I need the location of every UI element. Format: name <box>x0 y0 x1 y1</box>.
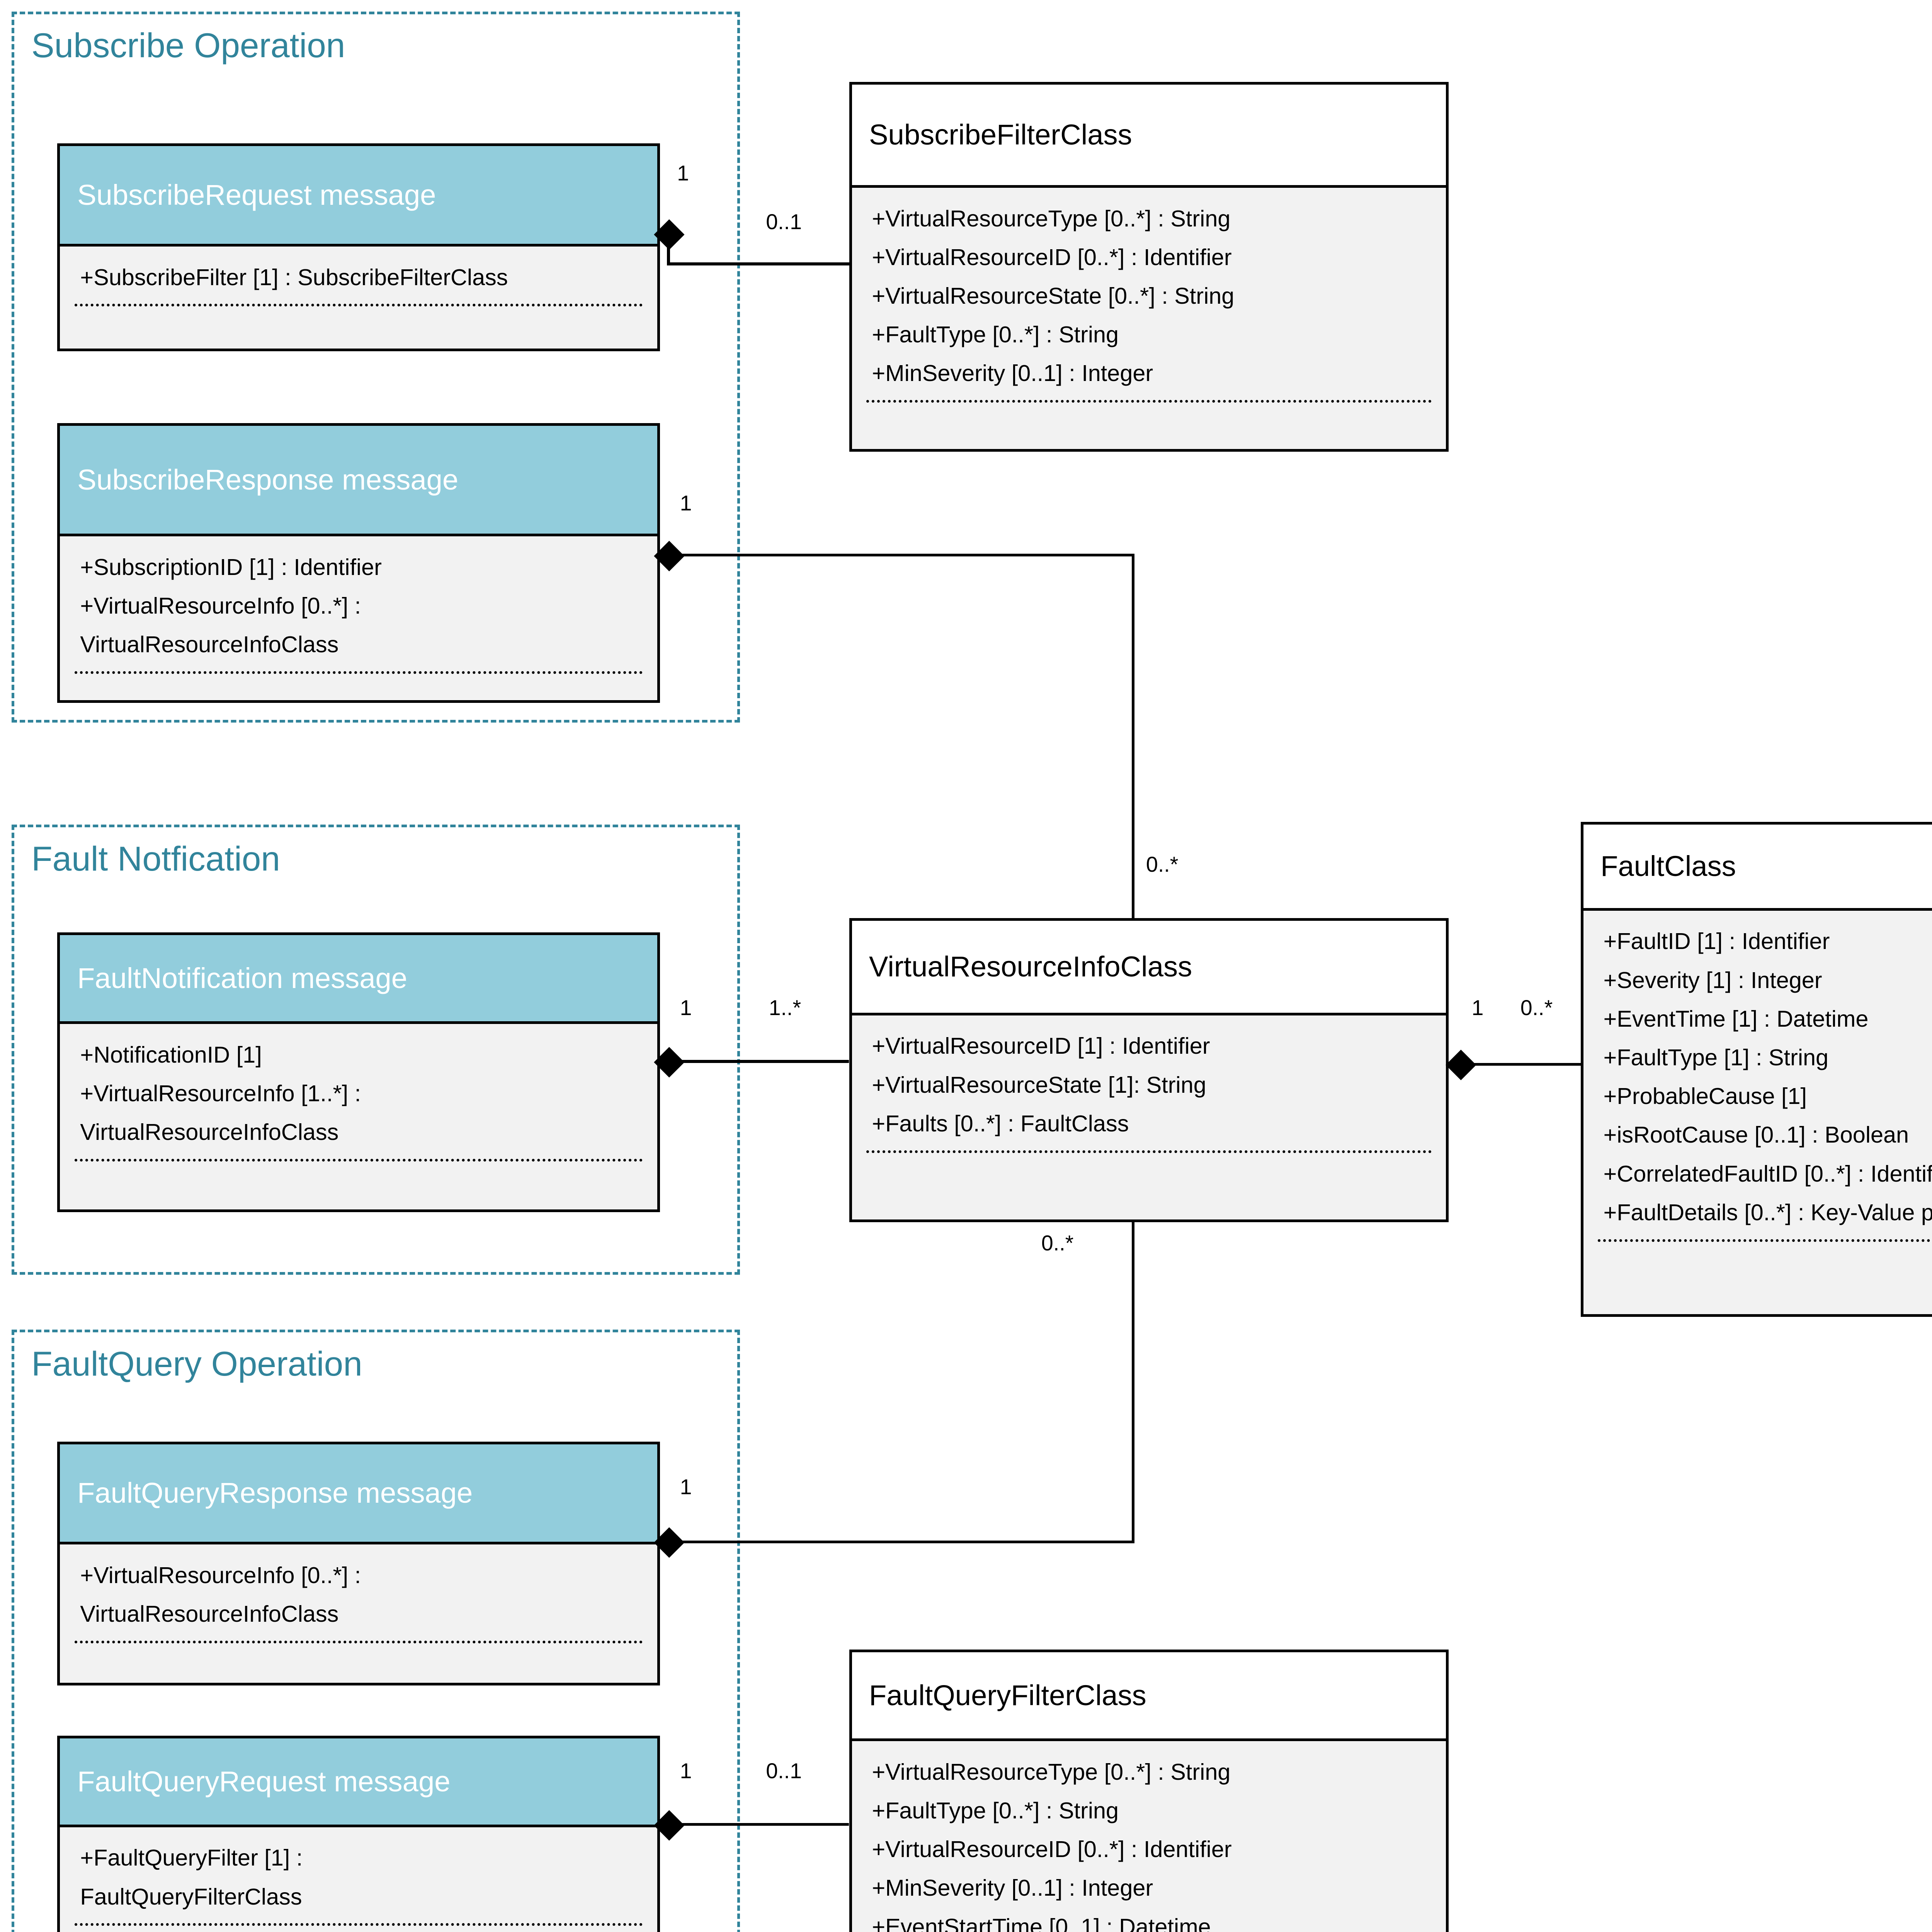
multiplicity-label: 1 <box>680 1759 692 1783</box>
connector-subscriberesponse-vric <box>1131 553 1135 918</box>
attribute-line: +VirtualResourceState [0..*] : String <box>872 282 1235 309</box>
attribute-line: +VirtualResourceInfo [0..*] : <box>80 1562 361 1588</box>
group-subscribe-operation: Subscribe Operation <box>11 11 740 723</box>
attribute-list: +VirtualResourceType [0..*] : String +Fa… <box>852 1741 1446 1932</box>
class-box-subscribe-filter-class: SubscribeFilterClass +VirtualResourceTyp… <box>849 82 1449 452</box>
multiplicity-label: 0..1 <box>766 209 802 234</box>
class-title-fault-query-request: FaultQueryRequest message <box>60 1738 657 1827</box>
attribute-divider <box>866 400 1432 403</box>
attribute-line: +VirtualResourceID [0..*] : Identifier <box>872 244 1232 270</box>
attribute-divider <box>74 1158 643 1162</box>
attribute-line: +VirtualResourceInfo [0..*] : <box>80 592 361 619</box>
multiplicity-label: 1 <box>677 161 689 185</box>
attribute-list: +VirtualResourceInfo [0..*] : VirtualRes… <box>60 1544 657 1633</box>
attribute-line: +MinSeverity [0..1] : Integer <box>872 1875 1153 1901</box>
attribute-list: +SubscriptionID [1] : Identifier +Virtua… <box>60 536 657 664</box>
attribute-divider <box>1597 1239 1932 1242</box>
attribute-line: +VirtualResourceType [0..*] : String <box>872 1759 1231 1785</box>
class-box-fault-query-request: FaultQueryRequest message +FaultQueryFil… <box>57 1735 660 1932</box>
attribute-line: +EventStartTime [0..1] : Datetime <box>872 1913 1211 1932</box>
attribute-list: +SubscribeFilter [1] : SubscribeFilterCl… <box>60 247 657 297</box>
group-faultquery-operation: FaultQuery Operation <box>11 1330 740 1932</box>
attribute-line: +CorrelatedFaultID [0..*] : Identifier <box>1603 1160 1932 1187</box>
multiplicity-label: 1 <box>1471 996 1484 1020</box>
multiplicity-label: 0..1 <box>766 1759 802 1783</box>
attribute-line: +Faults [0..*] : FaultClass <box>872 1110 1129 1136</box>
attribute-list: +FaultID [1] : Identifier +Severity [1] … <box>1583 911 1932 1232</box>
multiplicity-label: 1 <box>680 1475 692 1499</box>
multiplicity-label: 1 <box>680 491 692 515</box>
attribute-line: +VirtualResourceInfo [1..*] : <box>80 1080 361 1106</box>
group-fault-notification: Fault Notfication <box>11 825 740 1275</box>
attribute-line: FaultQueryFilterClass <box>80 1883 302 1910</box>
connector-faultnotification-vric <box>678 1060 849 1063</box>
attribute-line: +VirtualResourceType [0..*] : String <box>872 205 1231 231</box>
attribute-line: +FaultType [0..*] : String <box>872 321 1119 348</box>
connector-faultqueryresponse-vric <box>678 1540 1135 1544</box>
multiplicity-label: 1..* <box>769 996 801 1020</box>
attribute-line: VirtualResourceInfoClass <box>80 631 339 657</box>
class-title-subscribe-filter-class: SubscribeFilterClass <box>852 84 1446 188</box>
connector-faultqueryrequest-faultqueryfilter <box>678 1823 849 1826</box>
attribute-divider <box>74 304 643 307</box>
attribute-line: +FaultDetails [0..*] : Key-Value pairs <box>1603 1199 1932 1225</box>
attribute-line: +FaultType [0..*] : String <box>872 1797 1119 1823</box>
attribute-divider <box>74 1923 643 1926</box>
attribute-line: +FaultQueryFilter [1] : <box>80 1845 303 1871</box>
connector-subscriberequest-subscribefilter <box>667 245 670 265</box>
group-title-subscribe-operation: Subscribe Operation <box>31 26 345 65</box>
multiplicity-label: 0..* <box>1520 996 1553 1020</box>
attribute-line: +SubscriptionID [1] : Identifier <box>80 554 382 580</box>
class-box-fault-class: FaultClass +FaultID [1] : Identifier +Se… <box>1580 821 1932 1317</box>
class-title-fault-class: FaultClass <box>1583 824 1932 911</box>
attribute-line: +VirtualResourceID [1] : Identifier <box>872 1033 1210 1059</box>
class-title-fault-query-filter-class: FaultQueryFilterClass <box>852 1652 1446 1741</box>
class-box-fault-notification-message: FaultNotification message +NotificationI… <box>57 932 660 1212</box>
composition-diamond-icon <box>1446 1049 1476 1080</box>
attribute-line: +MinSeverity [0..1] : Integer <box>872 360 1153 386</box>
attribute-line: +VirtualResourceState [1]: String <box>872 1071 1206 1098</box>
attribute-divider <box>74 671 643 674</box>
class-title-fault-query-response: FaultQueryResponse message <box>60 1444 657 1545</box>
multiplicity-label: 0..* <box>1041 1231 1074 1255</box>
connector-subscriberesponse-vric <box>678 553 1135 557</box>
class-box-subscribe-response: SubscribeResponse message +SubscriptionI… <box>57 423 660 703</box>
group-title-faultquery-operation: FaultQuery Operation <box>31 1344 362 1383</box>
class-box-fault-query-response: FaultQueryResponse message +VirtualResou… <box>57 1441 660 1685</box>
attribute-line: +VirtualResourceID [0..*] : Identifier <box>872 1836 1232 1862</box>
attribute-divider <box>74 1641 643 1643</box>
attribute-divider <box>866 1150 1432 1153</box>
class-title-virtual-resource-info-class: VirtualResourceInfoClass <box>852 920 1446 1015</box>
attribute-line: VirtualResourceInfoClass <box>80 1119 339 1145</box>
attribute-list: +VirtualResourceID [1] : Identifier +Vir… <box>852 1015 1446 1143</box>
attribute-list: +NotificationID [1] +VirtualResourceInfo… <box>60 1024 657 1151</box>
attribute-line: +EventTime [1] : Datetime <box>1603 1005 1869 1032</box>
group-title-fault-notification: Fault Notfication <box>31 839 280 878</box>
class-title-subscribe-response: SubscribeResponse message <box>60 426 657 536</box>
attribute-list: +FaultQueryFilter [1] : FaultQueryFilter… <box>60 1827 657 1916</box>
attribute-line: +SubscribeFilter [1] : SubscribeFilterCl… <box>80 264 508 290</box>
class-title-subscribe-request: SubscribeRequest message <box>60 146 657 247</box>
attribute-line: VirtualResourceInfoClass <box>80 1601 339 1627</box>
multiplicity-label: 0..* <box>1146 852 1179 876</box>
connector-faultqueryresponse-vric <box>1131 1222 1135 1544</box>
attribute-line: +isRootCause [0..1] : Boolean <box>1603 1122 1909 1148</box>
attribute-list: +VirtualResourceType [0..*] : String +Vi… <box>852 188 1446 393</box>
connector-vric-faultclass <box>1470 1063 1581 1066</box>
attribute-line: +FaultType [1] : String <box>1603 1044 1829 1071</box>
attribute-line: +ProbableCause [1] <box>1603 1083 1807 1109</box>
class-box-subscribe-request: SubscribeRequest message +SubscribeFilte… <box>57 143 660 352</box>
multiplicity-label: 1 <box>680 996 692 1020</box>
attribute-line: +Severity [1] : Integer <box>1603 967 1822 993</box>
class-box-virtual-resource-info-class: VirtualResourceInfoClass +VirtualResourc… <box>849 918 1449 1222</box>
attribute-line: +NotificationID [1] <box>80 1041 262 1068</box>
class-box-fault-query-filter-class: FaultQueryFilterClass +VirtualResourceTy… <box>849 1649 1449 1932</box>
connector-subscriberequest-subscribefilter <box>667 262 849 265</box>
attribute-line: +FaultID [1] : Identifier <box>1603 928 1830 954</box>
class-title-fault-notification-message: FaultNotification message <box>60 935 657 1024</box>
